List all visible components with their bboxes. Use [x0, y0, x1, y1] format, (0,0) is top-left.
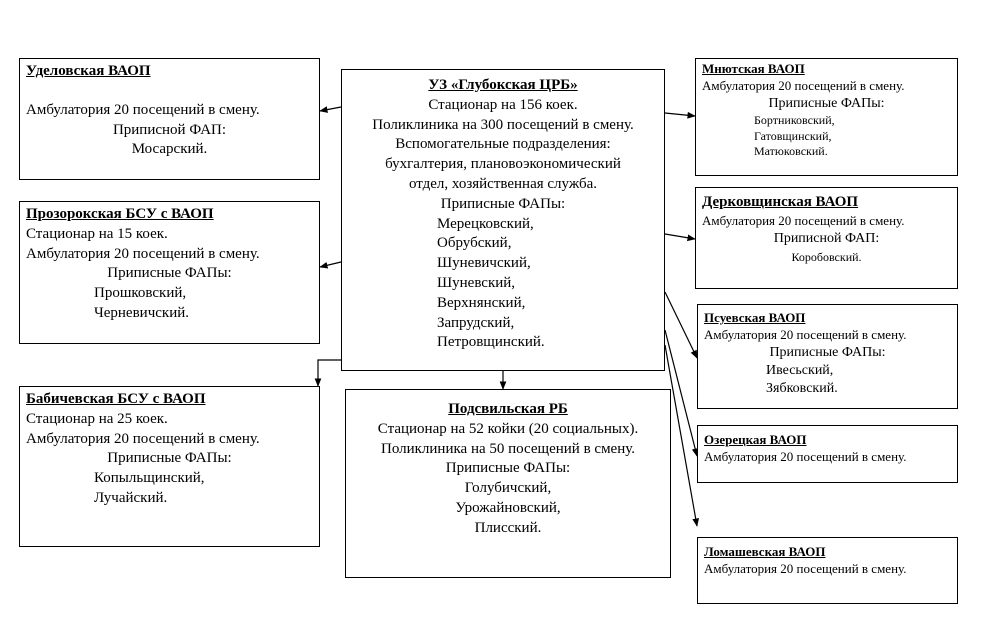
psuevskaya-line: Амбулатория 20 посещений в смену.	[704, 326, 907, 342]
derkovshchinskaya-box: Дерковщинская ВАОП Амбулатория 20 посеще…	[695, 187, 958, 289]
udelovskaya-title: Уделовская ВАОП	[26, 63, 151, 79]
podsvilskaya-line: Стационар на 52 койки (20 социальных).	[377, 420, 639, 437]
psuevskaya-fap-item: Зябковский.	[766, 381, 838, 397]
psuevskaya-fap-item: Ивесьский,	[766, 362, 834, 378]
udelovskaya-fap-header: Приписной ФАП:	[112, 121, 227, 138]
central-fap-item: Шуневичский,	[437, 255, 531, 272]
derkovshchinskaya-title: Дерковщинская ВАОП	[702, 194, 859, 210]
mnyutskaya-line: Амбулатория 20 посещений в смену.	[702, 77, 905, 93]
prozorokskaya-fap-header: Приписные ФАПы:	[107, 265, 232, 282]
babichevskaya-line: Амбулатория 20 посещений в смену.	[26, 430, 260, 447]
udelovskaya-box: Уделовская ВАОП Амбулатория 20 посещений…	[19, 58, 320, 180]
mnyutskaya-fap-item: Матюковский.	[754, 144, 828, 159]
derkovshchinskaya-fap-header: Приписной ФАП:	[773, 230, 880, 246]
arrow-to-derkovshchinskaya	[664, 233, 696, 242]
arrow-to-udelovskaya	[319, 106, 342, 113]
mnyutskaya-box: Мнютская ВАОП Амбулатория 20 посещений в…	[695, 58, 958, 176]
central-fap-item: Петровщинский.	[437, 334, 545, 351]
mnyutskaya-fap-item: Гатовщинский,	[754, 128, 832, 143]
udelovskaya-line: Амбулатория 20 посещений в смену.	[26, 101, 260, 118]
ozeretskaya-box: Озерецкая ВАОП Амбулатория 20 посещений …	[697, 425, 958, 483]
babichevskaya-fap-header: Приписные ФАПы:	[107, 450, 232, 467]
podsvilskaya-fap-header: Приписные ФАПы:	[445, 460, 571, 477]
babichevskaya-fap-item: Копыльщинский,	[94, 470, 205, 487]
ozeretskaya-title: Озерецкая ВАОП	[704, 432, 807, 447]
arrow-to-psuevskaya	[664, 291, 698, 359]
prozorokskaya-line: Амбулатория 20 посещений в смену.	[26, 245, 260, 262]
central-fap-item: Обрубский,	[437, 235, 512, 252]
central-line: Стационар на 156 коек.	[428, 96, 578, 113]
podsvilskaya-fap-item: Урожайновский,	[455, 499, 561, 516]
central-line: Вспомогательные подразделения:	[395, 136, 611, 153]
central-line: Поликлиника на 300 посещений в смену.	[372, 116, 634, 133]
podsvilskaya-title: Подсвильская РБ	[448, 401, 568, 417]
mnyutskaya-title: Мнютская ВАОП	[702, 61, 805, 76]
central-fap-item: Верхнянский,	[437, 294, 526, 311]
central-hospital-box: УЗ «Глубокская ЦРБ» Стационар на 156 кое…	[341, 69, 665, 371]
babichevskaya-fap-item: Лучайский.	[94, 489, 168, 506]
central-line: отдел, хозяйственная служба.	[408, 175, 598, 192]
podsvilskaya-line: Поликлиника на 50 посещений в смену.	[380, 440, 635, 457]
psuevskaya-box: Псуевская ВАОП Амбулатория 20 посещений …	[697, 304, 958, 409]
mnyutskaya-fap-item: Бортниковский,	[754, 112, 835, 127]
arrow-to-prozorokskaya	[319, 261, 342, 269]
podsvilskaya-fap-item: Голубичский,	[464, 480, 552, 497]
lomashevskaya-box: Ломашевская ВАОП Амбулатория 20 посещени…	[697, 537, 958, 604]
arrow-to-lomashevskaya	[664, 344, 699, 527]
psuevskaya-fap-header: Приписные ФАПы:	[769, 344, 886, 360]
prozorokskaya-title: Прозорокская БСУ с ВАОП	[26, 206, 214, 222]
arrow-to-ozeretskaya	[664, 329, 699, 457]
babichevskaya-line: Стационар на 25 коек.	[26, 410, 168, 427]
podsvilskaya-fap-item: Плисский.	[474, 519, 542, 536]
central-title: УЗ «Глубокская ЦРБ»	[428, 77, 578, 93]
central-fap-item: Шуневский,	[437, 274, 516, 291]
podsvilskaya-box: Подсвильская РБ Стационар на 52 койки (2…	[345, 389, 671, 578]
ozeretskaya-line: Амбулатория 20 посещений в смену.	[704, 449, 907, 465]
arrow-to-mnyutskaya	[664, 111, 696, 119]
prozorokskaya-fap-item: Черневичский.	[94, 304, 189, 321]
central-line: бухгалтерия, плановоэкономический	[385, 156, 621, 173]
babichevskaya-box: Бабичевская БСУ с ВАОП Стационар на 25 к…	[19, 386, 320, 547]
derkovshchinskaya-line: Амбулатория 20 посещений в смену.	[702, 213, 905, 229]
udelovskaya-fap-item: Мосарский.	[131, 141, 208, 158]
derkovshchinskaya-fap-item: Коробовский.	[791, 249, 862, 264]
psuevskaya-title: Псуевская ВАОП	[704, 310, 806, 325]
babichevskaya-title: Бабичевская БСУ с ВАОП	[26, 391, 206, 407]
lomashevskaya-title: Ломашевская ВАОП	[704, 544, 826, 559]
lomashevskaya-line: Амбулатория 20 посещений в смену.	[704, 561, 907, 577]
prozorokskaya-line: Стационар на 15 коек.	[26, 225, 168, 242]
prozorokskaya-box: Прозорокская БСУ с ВАОП Стационар на 15 …	[19, 201, 320, 344]
mnyutskaya-fap-header: Приписные ФАПы:	[768, 95, 885, 111]
central-fap-item: Запрудский,	[437, 314, 515, 331]
central-fap-header: Приписные ФАПы:	[440, 195, 566, 212]
arrow-to-babichevskaya	[314, 359, 341, 387]
central-fap-item: Мерецковский,	[437, 215, 534, 232]
prozorokskaya-fap-item: Прошковский,	[94, 285, 187, 302]
